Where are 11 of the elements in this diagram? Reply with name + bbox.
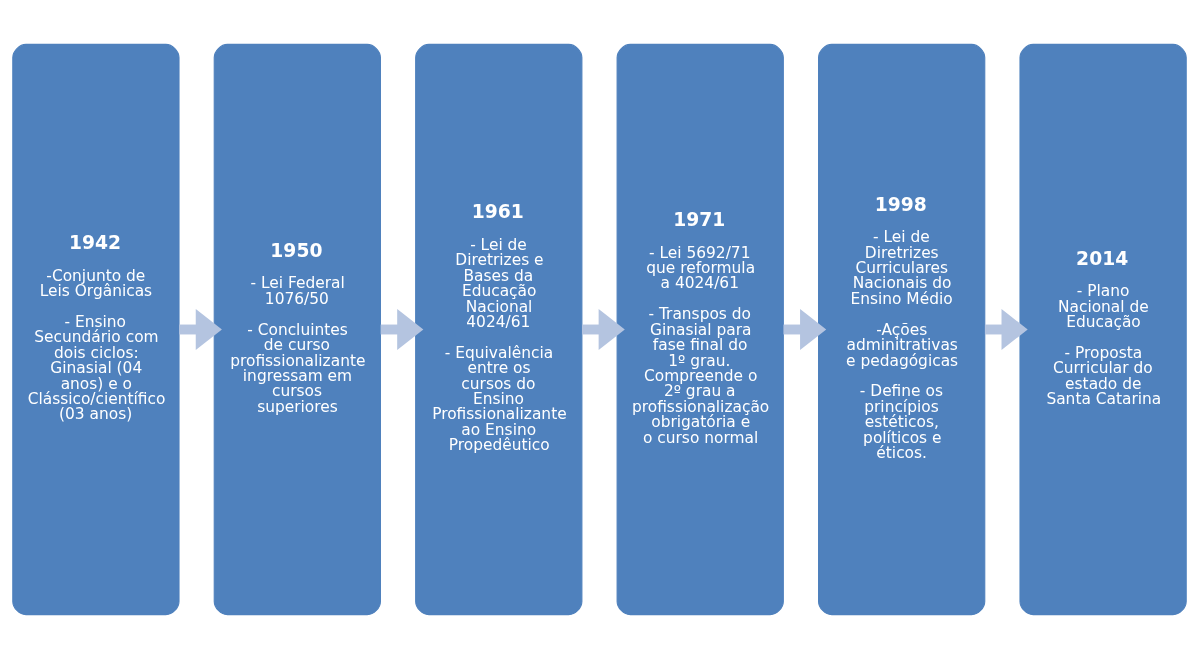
node-box: 1971 - Lei 5692/71 que reformula a 4024/61 - Transpos do Ginasial para fase final do 1º grau. Compreende o 2º grau a profissionalização obrigatória e o curso normal: [616, 43, 784, 615]
arrow: [984, 308, 1028, 350]
node-box: 2014 - Plano Nacional de Educação - Proposta Curricular do estado de Santa Catarina: [1019, 43, 1187, 615]
node-box: 1942 -Conjunto de Leis Orgânicas - Ensino Secundário com dois ciclos: Ginasial (04 anos) e o Clássico/científico (03 anos): [12, 43, 180, 615]
arrow: [783, 308, 827, 350]
arrow: [380, 308, 424, 350]
node-box: 1950 - Lei Federal 1076/50 - Concluintes de curso profissionalizante ingressam em cursos superiores: [213, 43, 381, 615]
node-box: 1998 - Lei de Diretrizes Curriculares Nacionais do Ensino Médio -Ações adminitrativas e pedagógicas - Define os princípios estéticos, políticos e éticos.: [818, 43, 986, 615]
arrow: [179, 308, 222, 350]
node-box: 1961 - Lei de Diretrizes e Bases da Educação Nacional 4024/61 - Equivalência entre os cursos do Ensino Profissionalizante ao Ensino Propedêutico: [415, 43, 583, 615]
arrow: [582, 308, 625, 350]
